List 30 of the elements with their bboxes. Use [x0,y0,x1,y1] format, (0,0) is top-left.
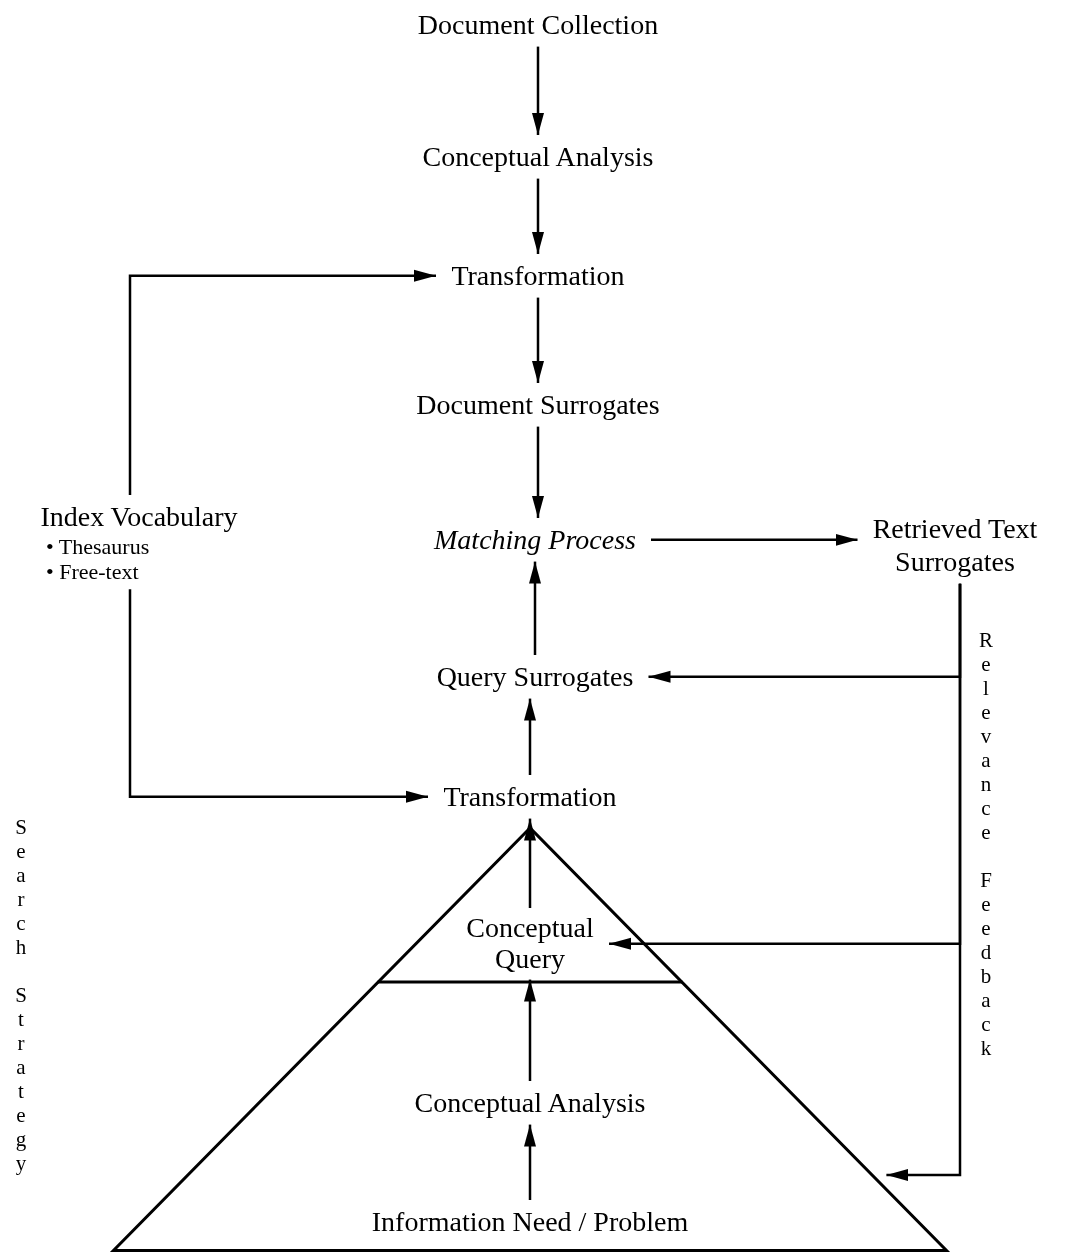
pyramid-triangle [112,826,948,1252]
node-label: Document Collection [416,8,660,42]
arrow [886,583,962,1181]
node-label: Conceptual Analysis [413,1086,647,1120]
arrow [524,818,536,908]
vertical-label: Relevance Feedback [975,628,996,1060]
node-label: Conceptual Query [465,913,595,975]
arrow [532,46,544,135]
node-label: Query Surrogates [435,660,635,694]
vertical-label: Search Strategy [10,815,31,1175]
node-label: Information Need / Problem [370,1205,690,1239]
arrow [128,269,436,495]
arrow [524,698,536,775]
arrow [524,979,536,1081]
node-label: Conceptual Analysis [421,140,655,174]
node-label: Transformation [442,780,618,814]
node-label: Transformation [450,259,626,293]
arrow [651,533,858,546]
node-label: Retrieved Text Surrogates [871,511,1039,579]
bullet-item: • Thesaurus [45,533,151,559]
node-label: Document Surrogates [415,388,661,422]
arrow [532,178,544,254]
bullet-item: • Free-text [45,558,140,585]
arrow [524,1124,536,1200]
node-label: Index Vocabulary [39,500,239,534]
arrow [532,297,544,383]
arrow [529,561,541,655]
arrow [128,589,428,803]
node-label: Matching Process [433,523,637,557]
arrow [532,426,544,518]
